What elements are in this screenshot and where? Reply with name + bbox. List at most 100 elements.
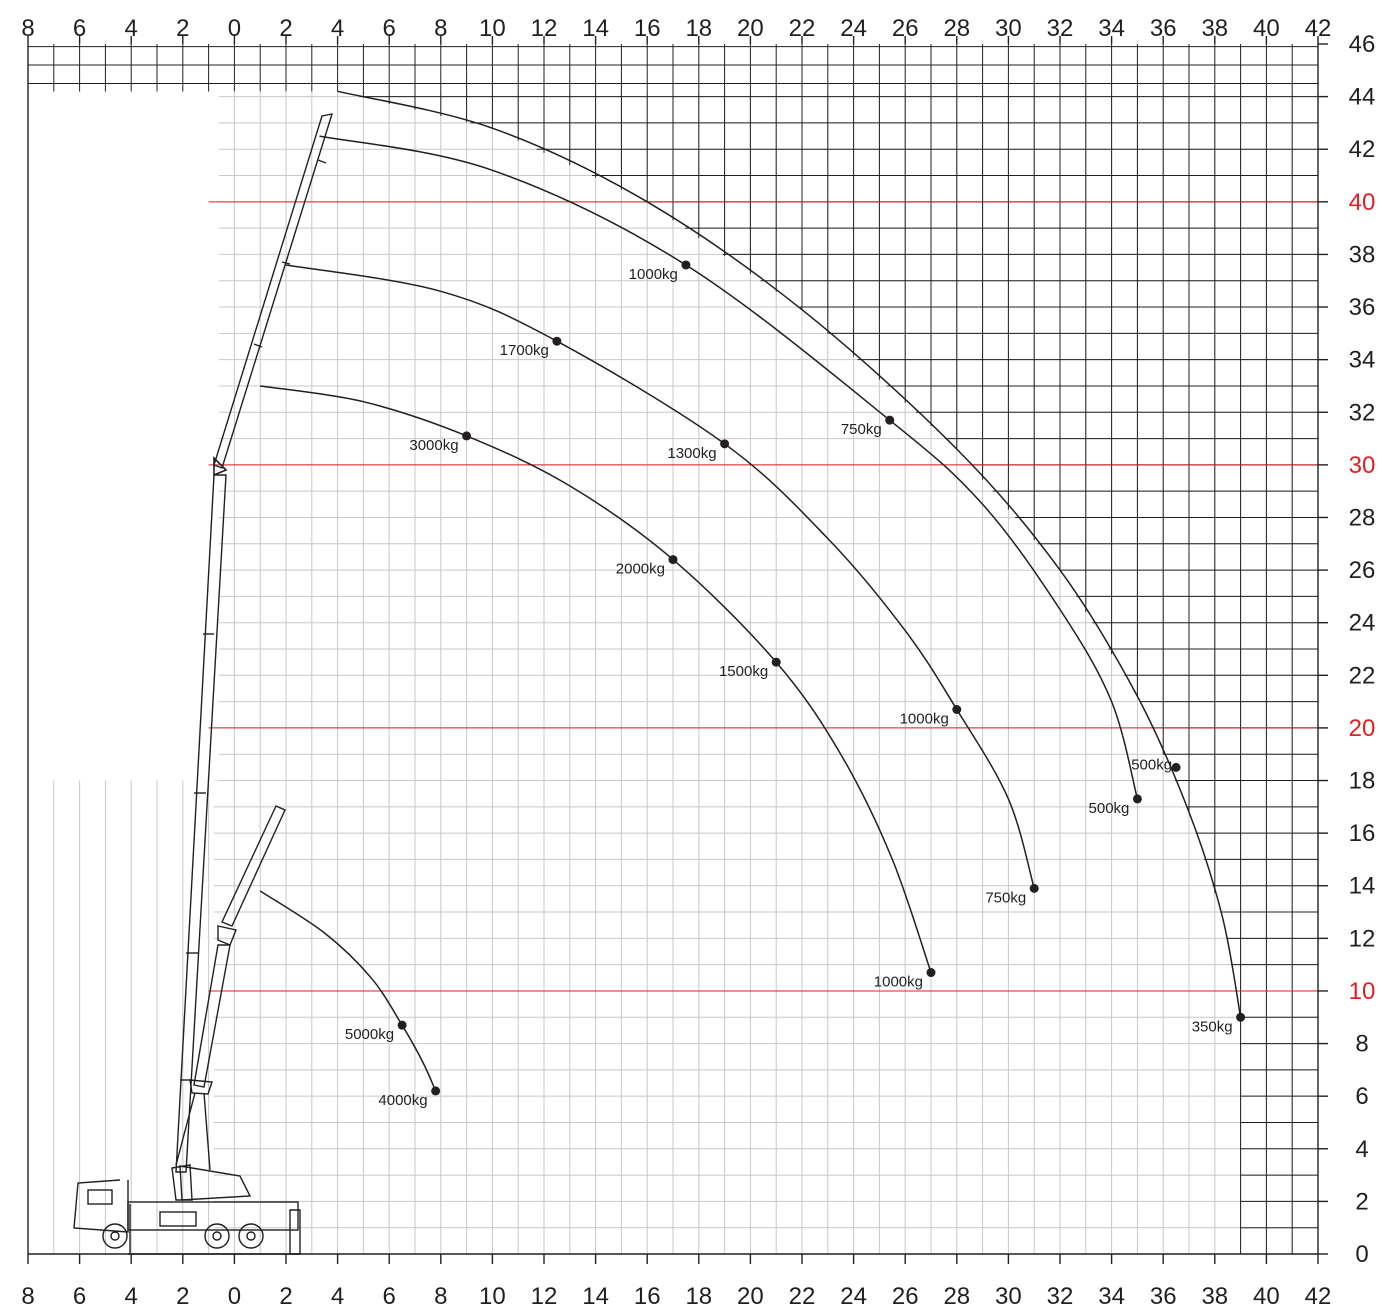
x-tick-label-bottom: 40 [1253,1283,1280,1308]
x-tick-label-bottom: 8 [21,1283,34,1308]
load-point [681,260,691,270]
load-point-label: 3000kg [409,437,458,454]
x-tick-label-top: 26 [892,15,919,42]
x-tick-label-bottom: 12 [531,1283,558,1308]
x-tick-label-top: 30 [995,15,1022,42]
load-point-label: 350kg [1192,1018,1233,1035]
y-tick-label: 22 [1349,662,1376,689]
load-curve [337,90,1242,1018]
load-point-label: 4000kg [378,1092,427,1109]
x-tick-label-top: 2 [279,15,292,42]
x-tick-label-bottom: 42 [1305,1283,1332,1308]
x-tick-label-bottom: 24 [840,1283,867,1308]
x-tick-label-top: 4 [125,15,138,42]
load-point-label: 750kg [985,889,1026,906]
load-point-label: 1000kg [900,711,949,728]
y-tick-label: 14 [1349,873,1376,900]
y-tick-label: 36 [1349,294,1376,321]
x-tick-label-bottom: 2 [176,1283,189,1308]
load-point [771,657,781,667]
x-tick-label-top: 6 [73,15,86,42]
load-point-label: 750kg [841,421,882,438]
x-tick-label-bottom: 6 [383,1283,396,1308]
x-tick-label-bottom: 22 [789,1283,816,1308]
y-tick-label: 12 [1349,925,1376,952]
height-marker-lines [208,201,1318,992]
y-tick-label: 0 [1355,1241,1368,1268]
dark-grid [27,44,1319,1255]
load-point-label: 1000kg [874,974,923,991]
load-point-label: 5000kg [345,1026,394,1043]
y-tick-label: 2 [1355,1188,1368,1215]
load-curve [259,890,437,1092]
x-tick-label-bottom: 28 [943,1283,970,1308]
x-tick-label-top: 40 [1253,15,1280,42]
y-tick-label: 8 [1355,1031,1368,1058]
load-point [1132,794,1142,804]
y-tick-label: 30 [1349,452,1376,479]
y-tick-label: 4 [1355,1136,1368,1163]
x-tick-label-top: 20 [737,15,764,42]
load-point [1236,1012,1246,1022]
x-tick-label-bottom: 14 [582,1283,609,1308]
x-tick-label-bottom: 0 [228,1283,241,1308]
truck-icon [73,1164,301,1255]
y-tick-label: 34 [1349,347,1376,374]
y-tick-label: 28 [1349,504,1376,531]
load-point-label: 1500kg [719,663,768,680]
load-curve [285,264,1035,889]
y-tick-label: 20 [1349,715,1376,742]
crane-boom-retracted [175,805,286,1171]
load-point [1029,883,1039,893]
x-tick-label-top: 8 [21,15,34,42]
x-tick-label-bottom: 26 [892,1283,919,1308]
load-point [552,336,562,346]
load-point [431,1086,441,1096]
load-point-label: 500kg [1131,756,1172,773]
x-tick-label-bottom: 38 [1201,1283,1228,1308]
y-tick-label: 46 [1349,31,1376,58]
x-tick-label-top: 18 [685,15,712,42]
x-tick-label-top: 8 [434,15,447,42]
y-tick-label: 6 [1355,1083,1368,1110]
load-point [885,415,895,425]
blank-region [29,92,219,781]
load-point-label: 500kg [1089,800,1130,817]
x-tick-label-bottom: 2 [279,1283,292,1308]
x-tick-label-bottom: 32 [1047,1283,1074,1308]
x-tick-label-top: 32 [1047,15,1074,42]
load-point [952,705,962,714]
y-tick-label: 16 [1349,820,1376,847]
x-tick-label-bottom: 34 [1098,1283,1125,1308]
y-tick-label: 32 [1349,399,1376,426]
load-points: 350kg1000kg750kg500kg1700kg1300kg1000kg7… [345,260,1246,1109]
x-tick-label-bottom: 4 [125,1283,138,1308]
load-point-label: 2000kg [616,561,665,578]
x-tick-label-top: 24 [840,15,867,42]
x-tick-label-bottom: 20 [737,1283,764,1308]
x-tick-label-bottom: 4 [331,1283,344,1308]
x-tick-label-top: 36 [1150,15,1177,42]
axis-ticks [27,36,1328,1264]
load-point [926,968,936,978]
x-tick-label-bottom: 36 [1150,1283,1177,1308]
load-point [720,439,730,449]
y-tick-label: 38 [1349,241,1376,268]
y-tick-label: 18 [1349,768,1376,795]
x-tick-label-top: 38 [1201,15,1228,42]
y-tick-label: 24 [1349,610,1376,637]
x-tick-label-top: 14 [582,15,609,42]
x-tick-label-top: 2 [176,15,189,42]
x-tick-label-top: 10 [479,15,506,42]
load-point-label: 1700kg [500,342,549,359]
x-tick-label-top: 6 [383,15,396,42]
y-tick-label: 40 [1349,189,1376,216]
load-point [668,555,678,565]
load-point [462,431,472,441]
load-curves [259,90,1242,1092]
x-tick-label-top: 4 [331,15,344,42]
x-tick-label-top: 22 [789,15,816,42]
